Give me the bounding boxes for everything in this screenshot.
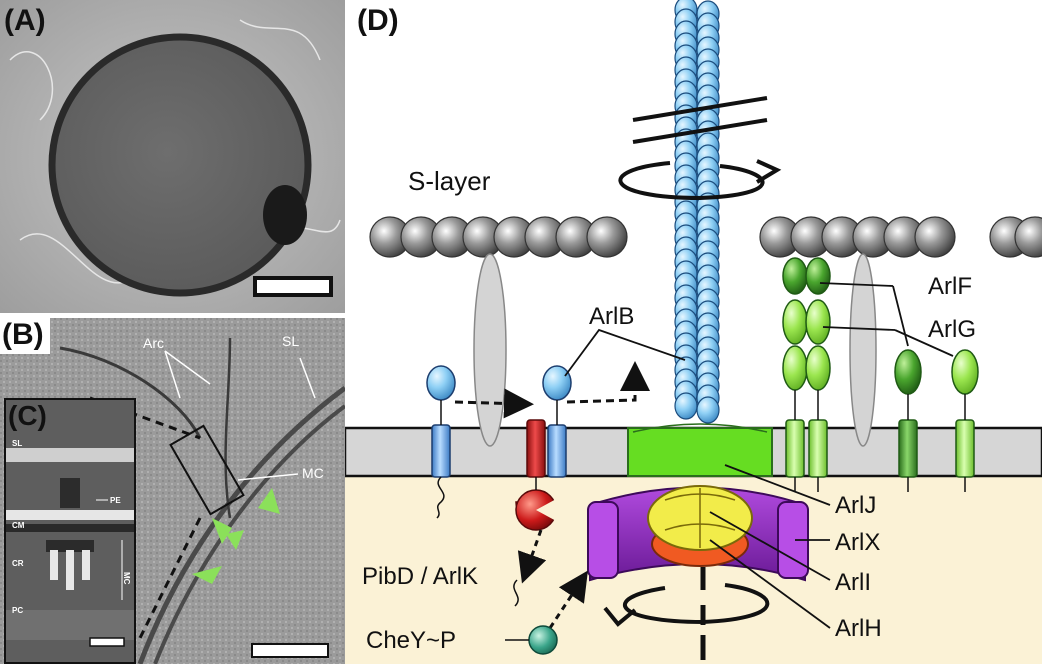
archaellin-tm-helix — [547, 424, 567, 478]
archaellum-diagram: S-layer ArlB ArlF ArlG ArlJ ArlX ArlI Ar… — [345, 0, 1042, 664]
motor-rotation-arrow — [622, 583, 770, 625]
arlg-label: ArlG — [928, 316, 976, 343]
archaellum-filament — [674, 0, 720, 424]
prearchaellin-head — [426, 365, 456, 401]
arlfg-domain — [782, 257, 808, 295]
s-layer-subunit — [586, 216, 628, 258]
cell-body — [48, 33, 312, 297]
arlf-arlg-complex — [782, 257, 979, 492]
panel-a-label: (A) — [4, 4, 46, 37]
filament-rotation-arrow — [618, 161, 765, 201]
tm-helix — [955, 419, 975, 478]
c-pc-label: PC — [12, 606, 23, 615]
assembly-arrow — [566, 361, 650, 404]
arlfg-domain — [894, 349, 922, 395]
processing-arrow — [454, 388, 534, 419]
s-layer-pillar — [849, 253, 877, 447]
arlf-label: ArlF — [928, 273, 972, 300]
panel-c-average: SL PE CM CR PC MC (C) — [4, 398, 136, 664]
s-layer-label: S-layer — [408, 166, 491, 196]
pibd-label: PibD / ArlK — [362, 563, 478, 590]
arlfg-domain — [805, 257, 831, 295]
c-cm-label: CM — [12, 521, 25, 530]
s-layer-pillar — [473, 253, 507, 447]
tm-helix — [898, 419, 918, 478]
scale-bar — [253, 276, 333, 297]
panel-a-micrograph: (A) — [0, 0, 345, 313]
mc-label: MC — [302, 465, 324, 481]
tm-helix — [808, 419, 828, 478]
signal-peptide-arrow — [517, 529, 547, 584]
sl-label: SL — [282, 333, 299, 349]
arlx-label: ArlX — [835, 529, 880, 556]
leader-lines — [564, 282, 954, 629]
archaellin-head — [542, 365, 572, 401]
arlfg-domain — [951, 349, 979, 395]
arlh-label: ArlH — [835, 615, 882, 642]
arlj-label: ArlJ — [835, 492, 876, 519]
panel-b-label: (B) — [0, 318, 50, 354]
c-cr-label: CR — [12, 559, 24, 568]
prearchaellin-tm-helix — [431, 424, 451, 478]
arlj-platform — [627, 427, 773, 477]
chey-label: CheY~P — [366, 627, 456, 654]
filament-break-line — [632, 96, 768, 122]
panel-a-image — [0, 0, 345, 313]
filament-break-line — [632, 118, 768, 144]
arli-label: ArlI — [835, 569, 871, 596]
s-layer-subunit — [1014, 216, 1042, 258]
scale-bar — [251, 643, 329, 658]
arlfg-domain — [805, 299, 831, 345]
s-layer — [369, 216, 1042, 258]
panel-d-label: (D) — [357, 4, 399, 37]
pibd-tm-helix — [526, 419, 546, 478]
tm-helix — [785, 419, 805, 478]
panel-d-schematic: S-layer ArlB ArlF ArlG ArlJ ArlX ArlI Ar… — [345, 0, 1042, 664]
c-pe-label: PE — [110, 496, 121, 505]
panel-c-label: (C) — [8, 400, 47, 431]
arlx-left-subunit — [587, 501, 619, 579]
arc-label: Arc — [143, 335, 164, 351]
arlfg-domain — [782, 345, 808, 391]
archaellin-subunit — [696, 396, 720, 424]
archaellin-subunit — [674, 392, 698, 420]
arlfg-domain — [782, 299, 808, 345]
c-sl-label: SL — [12, 439, 22, 448]
chey-arrow — [548, 570, 588, 629]
c-mc-label: MC — [122, 572, 131, 585]
s-layer-subunit — [914, 216, 956, 258]
arlb-label: ArlB — [589, 303, 634, 330]
arlfg-domain — [805, 345, 831, 391]
scale-bar — [89, 637, 125, 647]
panel-c-image: SL PE CM CR PC MC — [6, 400, 134, 662]
chey-p-sphere — [528, 625, 558, 655]
